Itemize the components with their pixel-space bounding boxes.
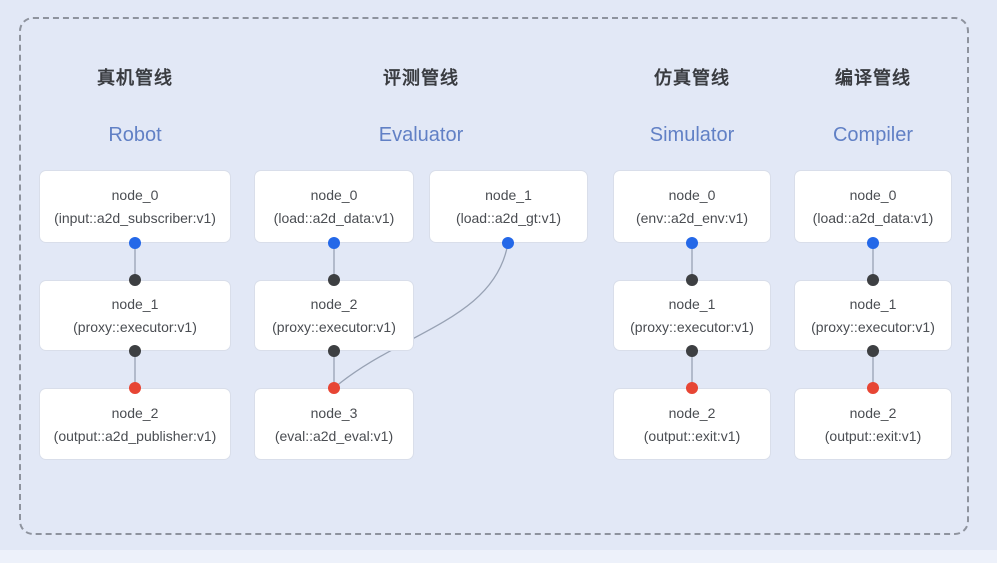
pipeline-title-compiler-zh: 编译管线: [835, 68, 911, 88]
node-title: node_1: [111, 296, 159, 312]
node-subtitle: (proxy::executor:v1): [73, 319, 197, 335]
pipeline-title-evaluator-en: Evaluator: [378, 124, 464, 146]
node-title: node_2: [849, 404, 897, 421]
output-port-dot: [867, 237, 879, 249]
node-subtitle: (input::a2d_subscriber:v1): [54, 210, 216, 226]
compiler-node-0: node_0 (load::a2d_data:v1): [794, 170, 952, 243]
evaluator-node-3: node_3 (eval::a2d_eval:v1): [254, 388, 414, 460]
node-subtitle: (load::a2d_data:v1): [273, 210, 395, 226]
evaluator-node-2: node_2 (proxy::executor:v1): [254, 280, 414, 351]
node-subtitle: (proxy::executor:v1): [272, 319, 396, 335]
output-port-dot: [867, 345, 879, 357]
input-port-dot: [867, 382, 879, 394]
simulator-node-2: node_2 (output::exit:v1): [613, 388, 771, 460]
output-port-dot: [686, 237, 698, 249]
input-port-dot: [686, 274, 698, 286]
node-subtitle: (proxy::executor:v1): [630, 319, 754, 335]
node-title: node_0: [310, 187, 358, 203]
node-subtitle: (output::exit:v1): [824, 427, 922, 444]
node-title: node_0: [668, 187, 716, 203]
node-subtitle: (env::a2d_env:v1): [635, 210, 749, 226]
input-port-dot: [129, 274, 141, 286]
input-port-dot: [328, 274, 340, 286]
node-subtitle: (output::exit:v1): [643, 427, 741, 444]
pipeline-title-robot-en: Robot: [108, 124, 162, 146]
pipeline-title-robot-zh: 真机管线: [97, 68, 173, 88]
node-subtitle: (eval::a2d_eval:v1): [274, 427, 394, 444]
input-port-dot: [328, 382, 340, 394]
node-title: node_1: [668, 296, 716, 312]
robot-node-1: node_1 (proxy::executor:v1): [39, 280, 231, 351]
node-title: node_2: [668, 404, 716, 421]
input-port-dot: [129, 382, 141, 394]
pipeline-title-evaluator-zh: 评测管线: [383, 68, 459, 88]
output-port-dot: [129, 237, 141, 249]
output-port-dot: [328, 345, 340, 357]
compiler-node-1: node_1 (proxy::executor:v1): [794, 280, 952, 351]
node-title: node_2: [111, 404, 159, 421]
compiler-node-2: node_2 (output::exit:v1): [794, 388, 952, 460]
page-bottom-edge: [0, 550, 997, 563]
node-subtitle: (output::a2d_publisher:v1): [53, 427, 217, 444]
dashed-frame: [19, 17, 969, 535]
pipeline-title-compiler-en: Compiler: [832, 124, 914, 146]
node-title: node_1: [485, 187, 532, 203]
evaluator-node-0: node_0 (load::a2d_data:v1): [254, 170, 414, 243]
simulator-node-0: node_0 (env::a2d_env:v1): [613, 170, 771, 243]
pipeline-title-simulator-zh: 仿真管线: [654, 68, 730, 88]
output-port-dot: [686, 345, 698, 357]
robot-node-0: node_0 (input::a2d_subscriber:v1): [39, 170, 231, 243]
node-subtitle: (load::a2d_data:v1): [812, 210, 934, 226]
output-port-dot: [129, 345, 141, 357]
node-title: node_0: [111, 187, 159, 203]
evaluator-node-1: node_1 (load::a2d_gt:v1): [429, 170, 588, 243]
robot-node-2: node_2 (output::a2d_publisher:v1): [39, 388, 231, 460]
node-title: node_0: [849, 187, 897, 203]
output-port-dot: [328, 237, 340, 249]
input-port-dot: [867, 274, 879, 286]
input-port-dot: [686, 382, 698, 394]
node-subtitle: (proxy::executor:v1): [811, 319, 935, 335]
node-title: node_2: [310, 296, 358, 312]
node-title: node_3: [310, 404, 358, 421]
simulator-node-1: node_1 (proxy::executor:v1): [613, 280, 771, 351]
output-port-dot: [502, 237, 514, 249]
node-subtitle: (load::a2d_gt:v1): [455, 210, 562, 226]
pipeline-title-simulator-en: Simulator: [649, 124, 735, 146]
node-title: node_1: [849, 296, 897, 312]
